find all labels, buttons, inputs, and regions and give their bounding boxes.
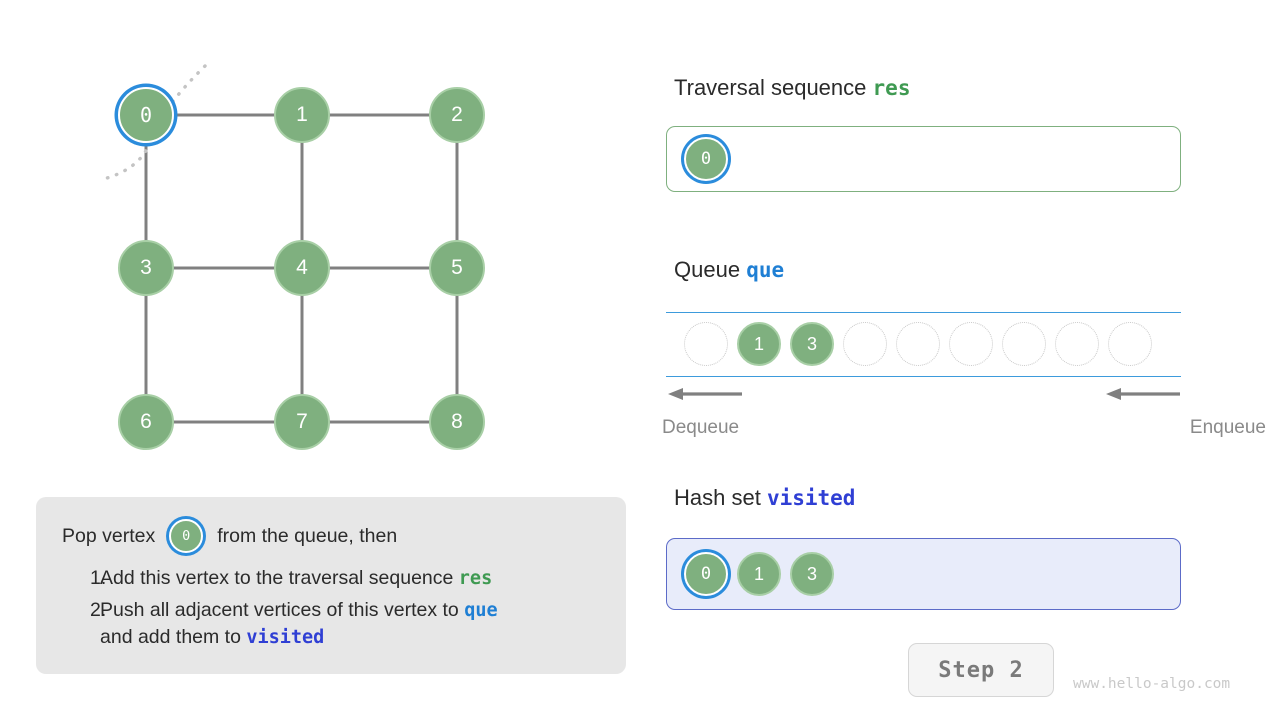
res-panel-title: Traversal sequence res	[674, 75, 910, 101]
hash-title-var: visited	[766, 486, 856, 510]
queue-slot-filled: 1	[737, 322, 781, 366]
queue-slot-filled: 3	[790, 322, 834, 366]
step-badge: Step 2	[908, 643, 1054, 697]
hash-title-text: Hash set	[674, 485, 761, 510]
res-item: 0	[684, 137, 728, 181]
step-number: 2.	[90, 598, 107, 621]
step-text-before: Push all adjacent vertices of this verte…	[100, 598, 459, 621]
res-title-text: Traversal sequence	[674, 75, 867, 100]
queue-slot-empty	[896, 322, 940, 366]
explanation-line-1: Pop vertex 0 from the queue, then	[62, 519, 600, 553]
queue-panel-title: Queue que	[674, 257, 784, 283]
queue-slot-empty	[1108, 322, 1152, 366]
keyword-visited: visited	[246, 627, 325, 649]
enqueue-arrow-icon	[1106, 387, 1180, 400]
graph-node-3[interactable]: 3	[118, 240, 174, 296]
graph-node-4[interactable]: 4	[274, 240, 330, 296]
graph-panel: 0 1 2 3 4 5 6 7 8	[0, 0, 620, 480]
visited-item: 0	[684, 552, 728, 596]
watermark: www.hello-algo.com	[1073, 676, 1231, 692]
queue-rail-top	[666, 312, 1181, 313]
step-text-after: and add them to	[100, 626, 241, 649]
queue-slot-empty	[949, 322, 993, 366]
explanation-text-after: from the queue, then	[217, 524, 398, 547]
queue-title-var: que	[746, 258, 785, 282]
graph-node-0[interactable]: 0	[118, 87, 174, 143]
dequeue-arrow-icon	[668, 387, 742, 400]
res-title-var: res	[872, 76, 911, 100]
graph-node-2[interactable]: 2	[429, 87, 485, 143]
dequeue-label: Dequeue	[662, 417, 740, 438]
visited-item: 1	[737, 552, 781, 596]
step-text: Add this vertex to the traversal sequenc…	[100, 565, 492, 593]
queue-title-text: Queue	[674, 257, 741, 282]
queue-slot-empty	[843, 322, 887, 366]
explanation-step-1: 1. Add this vertex to the traversal sequ…	[62, 565, 600, 593]
graph-node-7[interactable]: 7	[274, 394, 330, 450]
explanation-step-2: 2. Push all adjacent vertices of this ve…	[62, 597, 600, 652]
keyword-res: res	[458, 568, 493, 589]
queue-rail-bottom	[666, 376, 1181, 377]
enqueue-label: Enqueue	[1189, 417, 1266, 438]
res-container: 0	[666, 126, 1181, 192]
queue-slot-empty	[684, 322, 728, 366]
hash-panel-title: Hash set visited	[674, 485, 855, 511]
explanation-text-before: Pop vertex	[62, 524, 156, 547]
explanation-box: Pop vertex 0 from the queue, then 1. Add…	[36, 497, 626, 674]
graph-node-5[interactable]: 5	[429, 240, 485, 296]
step-number: 1.	[90, 567, 107, 589]
inline-vertex-chip: 0	[169, 519, 204, 553]
graph-node-1[interactable]: 1	[274, 87, 330, 143]
step-text: Push all adjacent vertices of this verte…	[100, 597, 498, 652]
visited-item: 3	[790, 552, 834, 596]
graph-node-6[interactable]: 6	[118, 394, 174, 450]
queue-slot-empty	[1002, 322, 1046, 366]
queue-slot-empty	[1055, 322, 1099, 366]
graph-node-8[interactable]: 8	[429, 394, 485, 450]
keyword-que: que	[464, 599, 498, 621]
step-text-before: Add this vertex to the traversal sequenc…	[100, 567, 454, 589]
